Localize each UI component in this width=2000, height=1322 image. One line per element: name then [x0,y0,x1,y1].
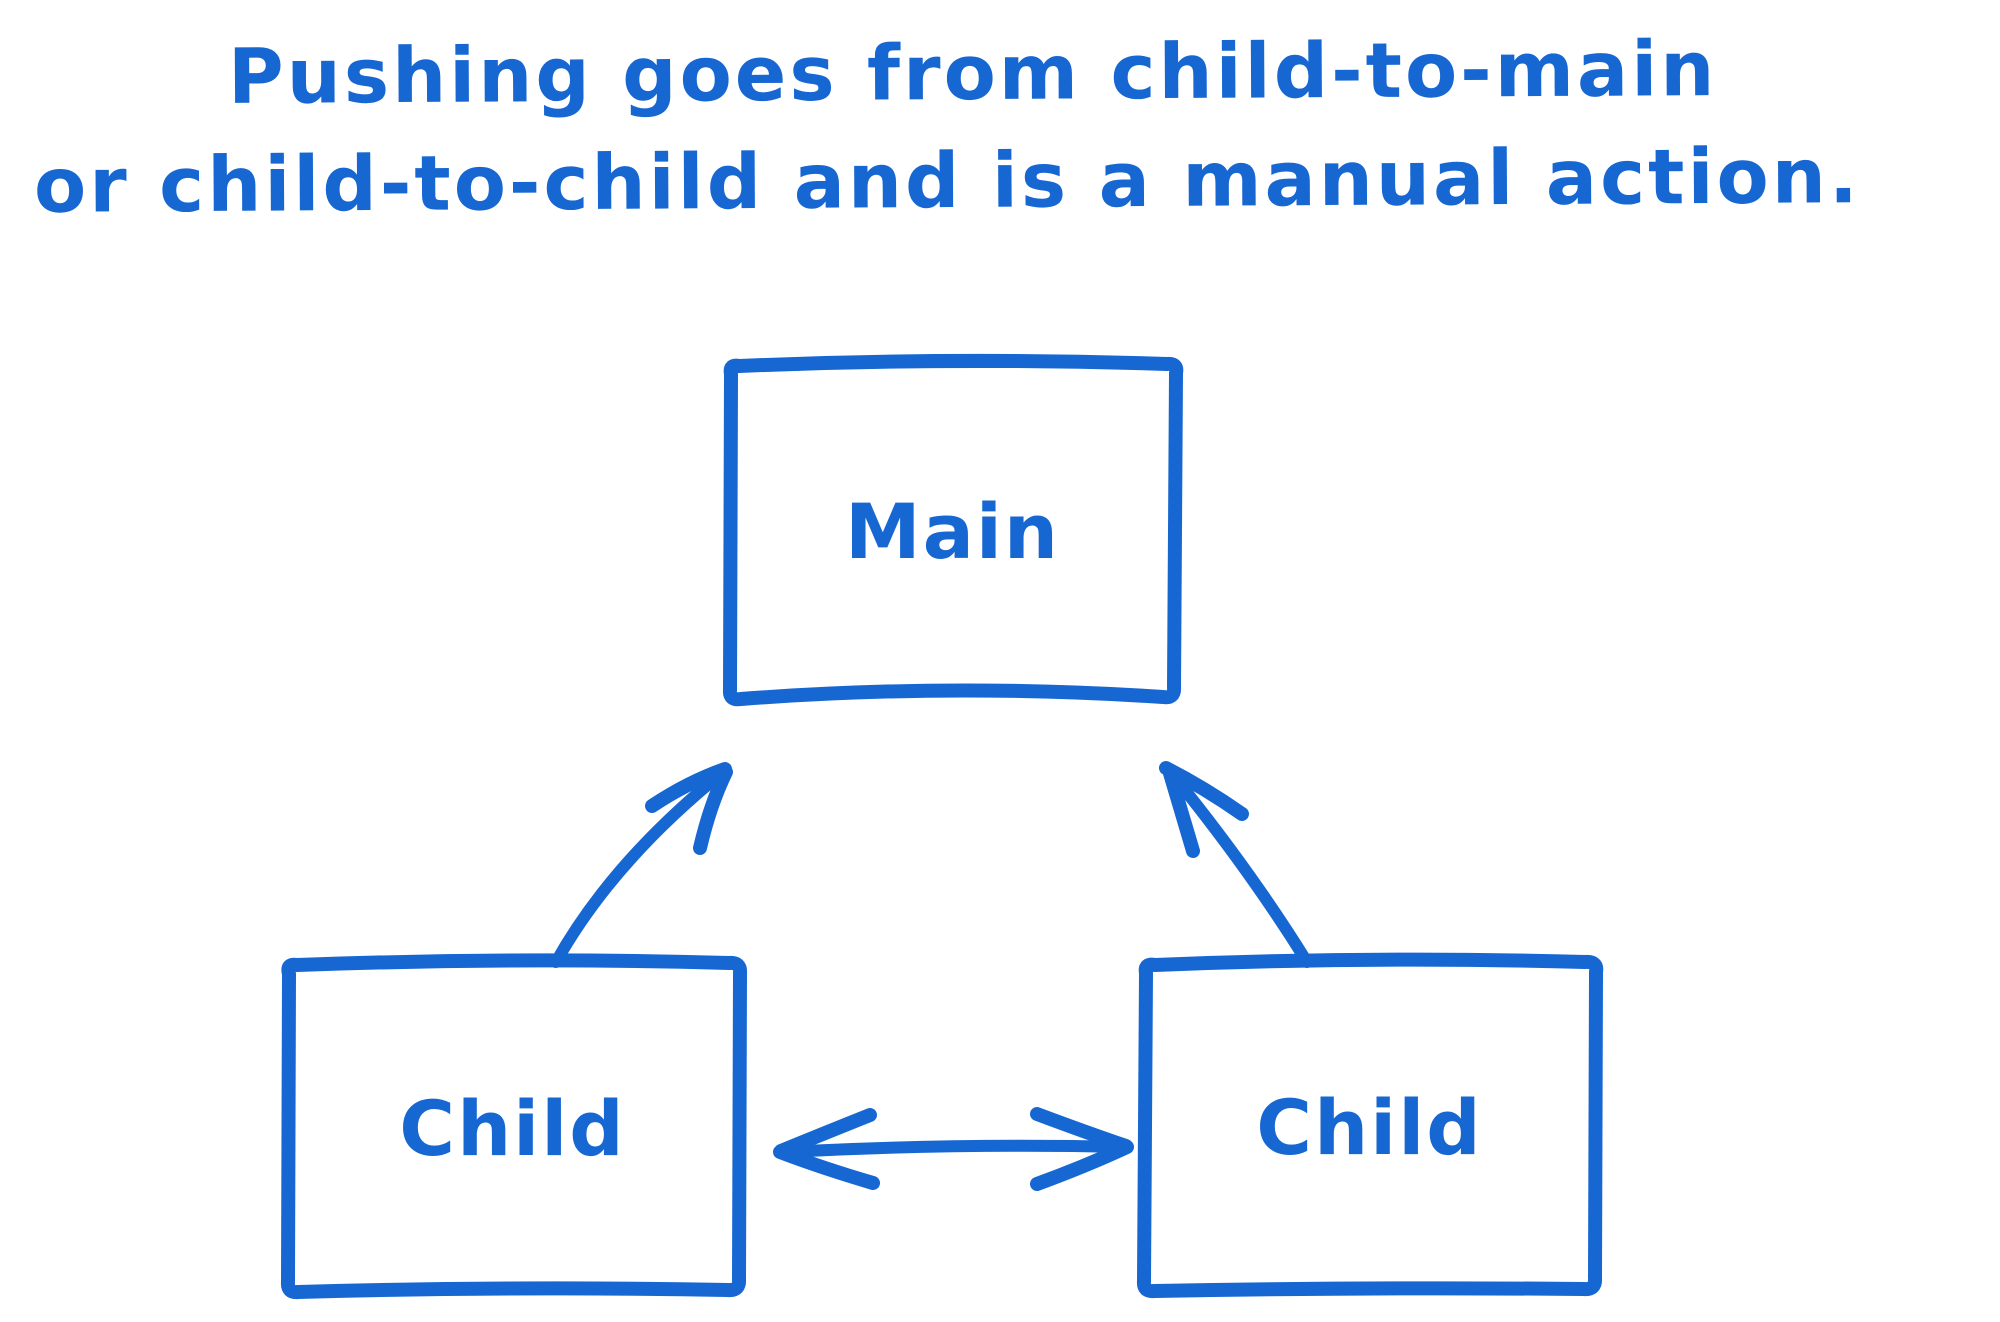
node-child-right-label: Child [1256,1083,1483,1172]
arrow-child-right-to-main-head [1159,761,1249,858]
node-child-left-label: Child [399,1083,626,1173]
arrow-child-to-child-right-head [1030,1107,1134,1191]
arrow-child-left-to-main-shaft [550,767,728,968]
node-main-label: Main [844,487,1061,576]
arrow-child-to-child-shaft [780,1139,1130,1158]
child-left-box [280,953,748,1300]
arrow-child-to-child-left-head [773,1108,880,1190]
arrow-child-right-to-main-shaft [1166,768,1313,968]
diagram-title-line-2: or child-to-child and is a manual action… [33,131,1861,230]
arrow-child-left-to-main-head [645,762,733,855]
diagram-title-line-1: Pushing goes from child-to-main [227,24,1718,121]
main-box [722,353,1184,707]
child-right-box [1136,952,1604,1299]
